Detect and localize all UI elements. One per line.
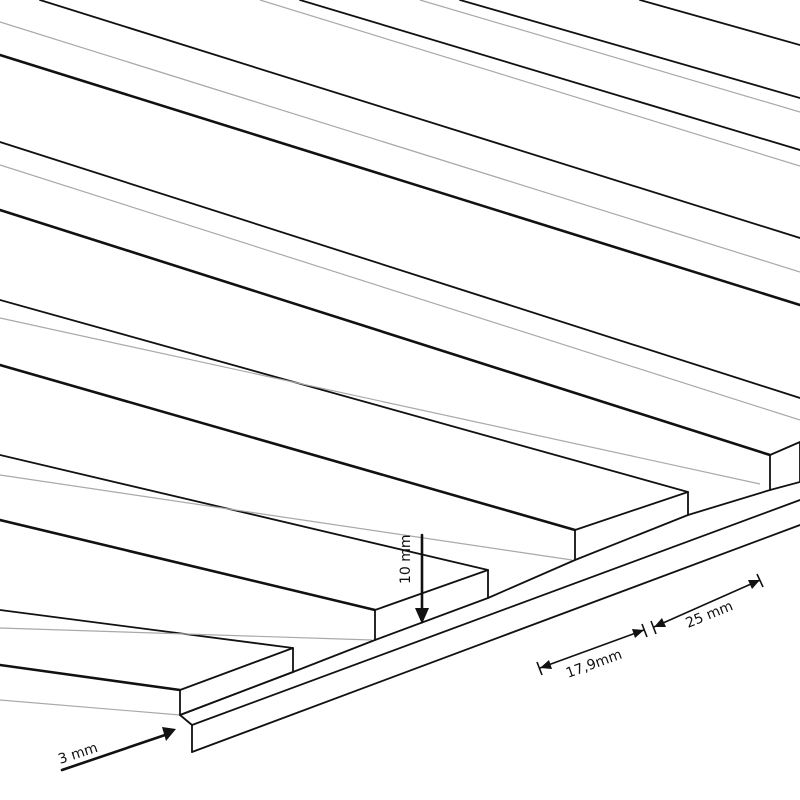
arrow-right-icon: [748, 580, 760, 589]
slat-width-label: 25 mm: [684, 598, 736, 631]
slat-width-dim-line: [653, 579, 761, 628]
slat-edge: [639, 0, 800, 46]
gap-width-tick: [536, 661, 543, 676]
base-thickness-leader-line: [60, 732, 170, 772]
arrow-left-icon: [654, 618, 666, 627]
slat-end-face: [374, 569, 489, 641]
slat-edge: [0, 141, 800, 399]
slat-end-face: [769, 441, 800, 491]
slat-hidden-edge: [419, 0, 800, 113]
slat-hidden-edge: [0, 21, 800, 273]
slat-edge: [299, 0, 800, 151]
base-top-edge: [687, 489, 771, 516]
slat-edge: [39, 0, 800, 239]
dimension-slat-height: 10 mm: [398, 533, 429, 624]
slat-edge: [0, 609, 294, 649]
slat-hidden-edge: [259, 0, 800, 167]
slat-edge: [0, 299, 689, 493]
slat-width-tick: [650, 620, 657, 635]
base-top-edge: [292, 639, 376, 673]
base-hidden-edge: [0, 699, 181, 716]
slat-edge: [459, 0, 800, 99]
arrow-left-icon: [540, 660, 552, 669]
gap-width-dim-line: [539, 629, 645, 669]
base-plate: [179, 489, 800, 753]
slat-edge: [0, 363, 577, 532]
slat-end-face: [179, 647, 294, 716]
slat-edge: [0, 518, 377, 612]
base-front-top-edge: [191, 499, 800, 726]
arrow-right-icon: [162, 727, 176, 741]
slat-end-faces: [179, 441, 800, 716]
dimension-base-thickness: 3 mm: [56, 727, 176, 772]
slat-end-face: [574, 491, 689, 561]
slat-height-label: 10 mm: [398, 534, 414, 584]
slat-hidden-edge: [0, 474, 573, 561]
gap-width-tick: [641, 623, 648, 638]
slat-edge: [0, 454, 489, 571]
slat-width-tick: [756, 573, 764, 588]
slat-edge: [0, 663, 182, 692]
base-top-edge: [179, 671, 294, 716]
arrow-right-icon: [632, 629, 644, 638]
slat-hidden-edge: [0, 627, 373, 641]
slat-hidden-edge: [0, 164, 800, 421]
slat-hidden-edge: [0, 317, 761, 485]
gap-width-label: 17,9mm: [564, 647, 624, 682]
base-front-bottom-edge: [191, 524, 800, 753]
base-top-edge: [487, 559, 576, 599]
base-corner-edge: [179, 714, 193, 726]
dimension-slat-width: 25 mm: [650, 573, 764, 635]
slat-edge: [0, 53, 800, 307]
slat-edge: [0, 208, 772, 457]
dimension-gap-width: 17,9mm: [536, 623, 648, 682]
arrow-down-icon: [415, 608, 429, 624]
slat-long-edges: [0, 0, 800, 716]
